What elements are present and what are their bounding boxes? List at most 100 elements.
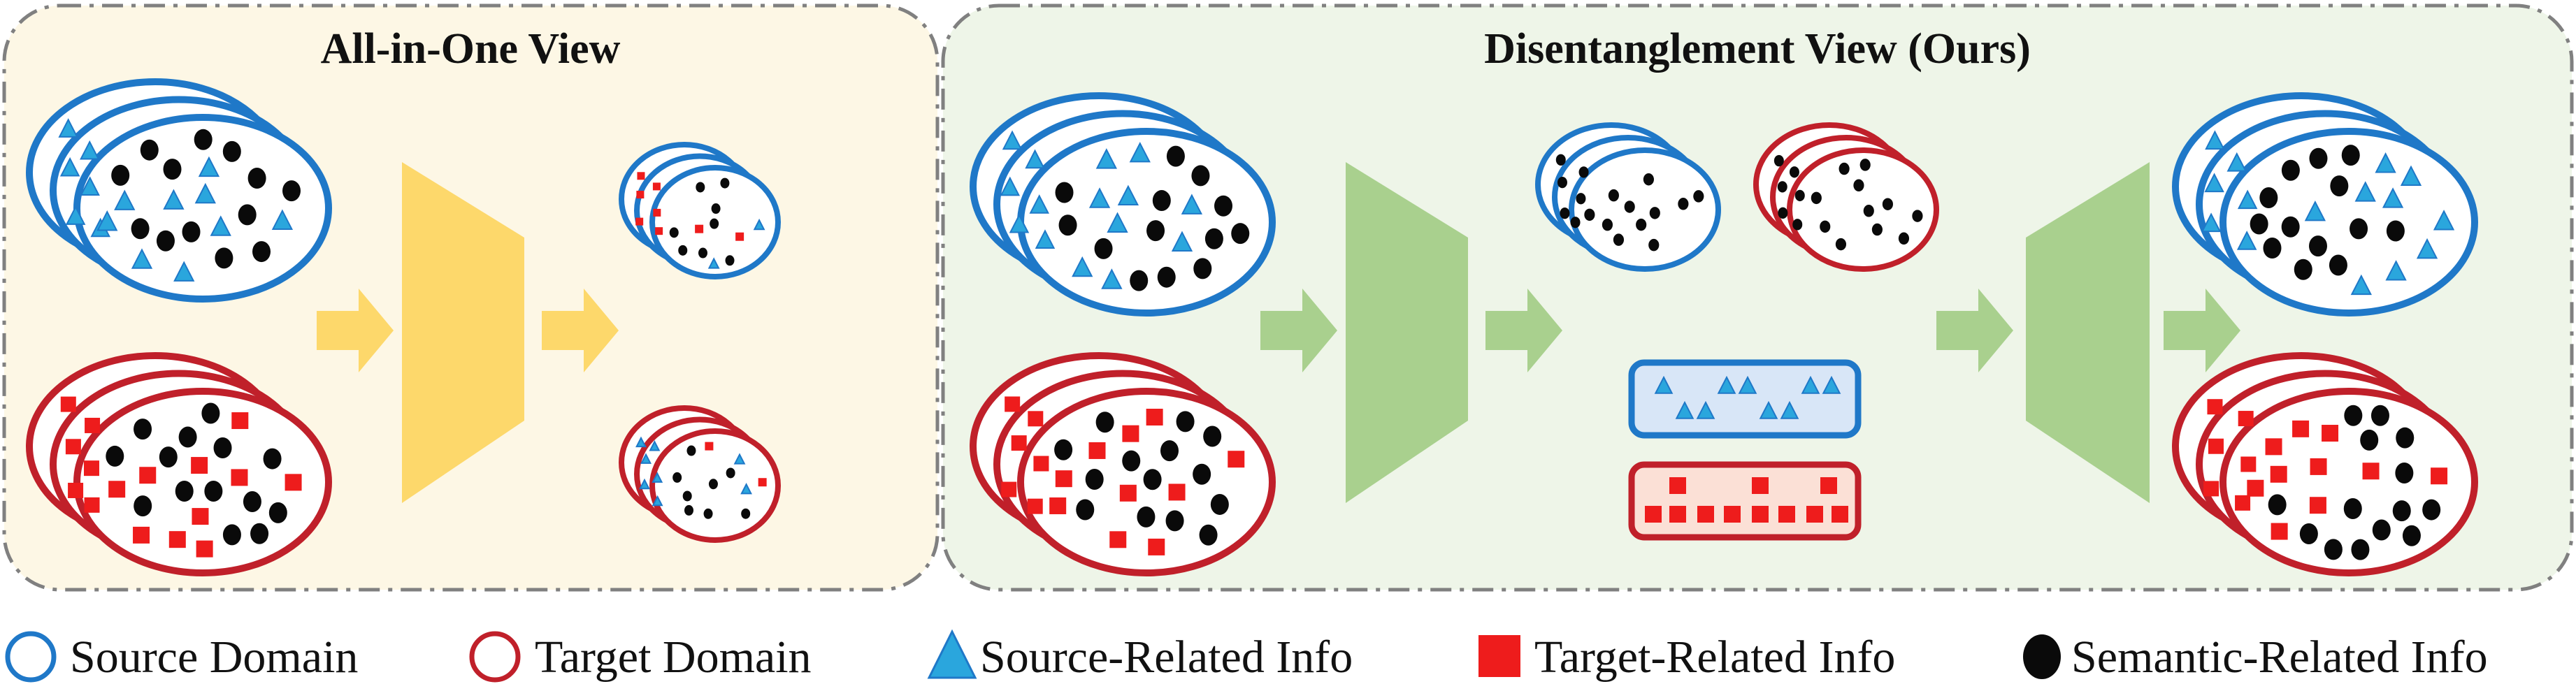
semantic-related-mark bbox=[2370, 405, 2389, 426]
semantic-related-mark bbox=[1214, 195, 1233, 217]
target-related-mark bbox=[168, 531, 186, 548]
source-related-mark bbox=[1072, 256, 1093, 277]
source-related-mark bbox=[1738, 375, 1757, 394]
source-related-mark bbox=[173, 261, 195, 282]
source-related-mark bbox=[1107, 212, 1128, 233]
semantic-related-mark bbox=[213, 437, 232, 459]
target-related-mark bbox=[2309, 497, 2326, 514]
semantic-related-mark bbox=[1613, 233, 1625, 246]
semantic-related-mark bbox=[686, 445, 696, 456]
target-related-mark bbox=[2322, 425, 2339, 442]
semantic-related-mark bbox=[1058, 214, 1077, 236]
semantic-related-mark bbox=[682, 490, 692, 502]
disentanglement-title: Disentanglement View (Ours) bbox=[1484, 25, 2031, 73]
target-related-mark bbox=[139, 467, 157, 484]
semantic-related-mark bbox=[678, 245, 688, 256]
semantic-related-mark bbox=[1157, 266, 1176, 288]
target-related-swatch bbox=[1478, 635, 1520, 677]
source-domain-swatch bbox=[5, 631, 57, 683]
source-input-stack-right bbox=[970, 92, 1276, 317]
semantic-related-mark bbox=[178, 426, 197, 448]
semantic-related-mark bbox=[2343, 498, 2362, 520]
target-related-mark bbox=[2310, 458, 2327, 475]
source-related-mark bbox=[1101, 268, 1123, 289]
source-related-feature bbox=[1628, 359, 1862, 439]
target-related-mark bbox=[1669, 477, 1686, 494]
target-related-mark bbox=[1820, 477, 1837, 494]
semantic-related-mark bbox=[725, 255, 735, 266]
semantic-related-mark bbox=[1794, 189, 1805, 202]
target-related-mark bbox=[655, 227, 663, 235]
source-related-mark bbox=[1780, 400, 1799, 419]
semantic-related-mark bbox=[268, 502, 287, 523]
semantic-related-mark bbox=[1160, 440, 1179, 462]
semantic-related-mark bbox=[1095, 412, 1114, 433]
target-related-mark bbox=[2235, 495, 2251, 511]
semantic-related-mark bbox=[2309, 147, 2328, 169]
semantic-related-mark bbox=[1231, 223, 1250, 245]
target-related-mark bbox=[231, 412, 249, 430]
semantic-related-mark bbox=[131, 218, 150, 240]
semantic-related-mark bbox=[696, 182, 705, 193]
semantic-related-mark bbox=[2395, 462, 2414, 483]
flow-arrow bbox=[2164, 289, 2240, 372]
semantic-related-mark bbox=[1557, 176, 1567, 189]
target-related-mark bbox=[1832, 506, 1848, 523]
source-related-mark bbox=[1822, 375, 1841, 394]
source-related-mark bbox=[2354, 181, 2376, 202]
legend-source-domain: Source Domain bbox=[5, 631, 358, 683]
source-related-mark bbox=[210, 215, 231, 236]
semantic-related-mark bbox=[1203, 425, 1222, 447]
target-related-mark bbox=[1168, 483, 1186, 501]
semantic-related-mark bbox=[1094, 238, 1113, 259]
target-related-mark bbox=[2265, 438, 2282, 456]
source-related-mark bbox=[2350, 274, 2372, 296]
source-related-mark bbox=[2205, 130, 2225, 150]
semantic-related-mark bbox=[1137, 506, 1156, 528]
target-related-mark bbox=[1228, 451, 1245, 468]
semantic-related-mark bbox=[1839, 162, 1850, 175]
source-related-mark bbox=[1035, 229, 1056, 249]
target-related-mark bbox=[1088, 442, 1106, 459]
source-related-mark bbox=[740, 483, 752, 495]
semantic-related-mark bbox=[703, 508, 713, 519]
source-related-mark bbox=[1181, 194, 1203, 214]
target-related-mark bbox=[1752, 477, 1769, 494]
semantic-related-mark bbox=[2386, 220, 2405, 242]
semantic-related-mark bbox=[1777, 181, 1787, 193]
semantic-related-mark bbox=[1636, 218, 1647, 231]
semantic-related-mark bbox=[1165, 510, 1184, 532]
legend-source-related: Source-Related Info bbox=[927, 629, 1353, 683]
source-related-mark bbox=[58, 118, 78, 138]
semantic-related-mark bbox=[134, 419, 152, 440]
semantic-related-mark bbox=[238, 204, 257, 226]
semantic-related-mark bbox=[2341, 145, 2360, 166]
semantic-related-mark bbox=[1193, 258, 1212, 279]
source-related-mark bbox=[2236, 231, 2257, 250]
semantic-related-mark bbox=[708, 479, 718, 490]
source-related-mark bbox=[271, 209, 294, 230]
semantic-related-mark bbox=[1789, 166, 1799, 178]
semantic-related-mark bbox=[222, 140, 241, 162]
semantic-related-mark bbox=[1146, 220, 1165, 242]
target-related-mark bbox=[231, 469, 248, 486]
source-input-stack-left bbox=[26, 78, 332, 303]
source-related-mark bbox=[2304, 200, 2326, 221]
all-in-one-title: All-in-One View bbox=[321, 25, 621, 73]
target-related-mark bbox=[1119, 484, 1137, 502]
target-related-mark bbox=[2270, 465, 2287, 483]
semantic-related-mark bbox=[1624, 201, 1635, 213]
semantic-related-mark bbox=[1602, 218, 1613, 231]
semantic-related-mark bbox=[163, 159, 182, 180]
target-related-mark bbox=[758, 478, 767, 487]
semantic-related-mark bbox=[2392, 500, 2411, 522]
semantic-related-mark bbox=[1820, 220, 1831, 233]
semantic-related-mark bbox=[215, 247, 233, 269]
source-related-mark bbox=[2400, 165, 2422, 187]
target-related-mark bbox=[2240, 456, 2257, 472]
source-related-mark bbox=[2385, 260, 2407, 281]
flow-arrow bbox=[1260, 289, 1337, 372]
semantic-related-mark bbox=[2294, 259, 2312, 280]
semantic-related-mark bbox=[201, 402, 220, 424]
source-related-mark bbox=[652, 495, 663, 507]
